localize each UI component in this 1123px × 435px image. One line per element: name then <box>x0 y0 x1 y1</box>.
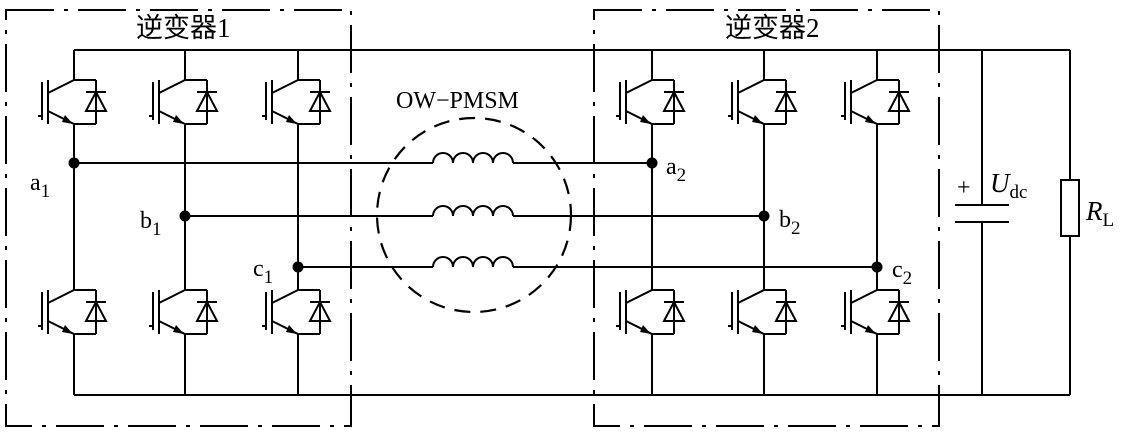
inverter1-leg-b <box>148 50 218 395</box>
inverter2-title: 逆变器2 <box>725 13 820 43</box>
inverter2-leg-c <box>840 50 910 395</box>
dc-link-capacitor <box>955 50 1009 395</box>
label-c1: c1 <box>253 256 273 288</box>
node-c2 <box>871 261 883 273</box>
capacitor-label: Udc <box>990 168 1027 203</box>
label-b2: b2 <box>779 207 801 239</box>
node-c1 <box>292 261 304 273</box>
phase-c-line <box>298 256 877 268</box>
node-a1 <box>68 157 80 169</box>
inverter1-leg-a <box>37 50 107 395</box>
node-b2 <box>758 210 770 222</box>
inverter1-leg-c <box>261 50 331 395</box>
resistor-label: RL <box>1085 196 1114 231</box>
phase-b-line <box>185 205 764 217</box>
label-c2: c2 <box>892 257 912 289</box>
node-b1 <box>179 210 191 222</box>
inverter2-leg-b <box>727 50 797 395</box>
load-resistor <box>1060 50 1080 395</box>
phase-a-line <box>74 152 652 164</box>
label-a2: a2 <box>666 154 686 186</box>
label-a1: a1 <box>30 170 50 202</box>
motor-boundary-circle <box>375 116 573 314</box>
inverter2-leg-a <box>615 50 685 395</box>
inverter1-title: 逆变器1 <box>136 13 231 43</box>
motor-label: OW−PMSM <box>396 88 519 114</box>
label-b1: b1 <box>140 208 162 240</box>
node-a2 <box>646 157 658 169</box>
inverter2-box <box>593 9 940 427</box>
inverter1-box <box>5 9 352 427</box>
capacitor-polarity-plus: + <box>957 175 971 201</box>
